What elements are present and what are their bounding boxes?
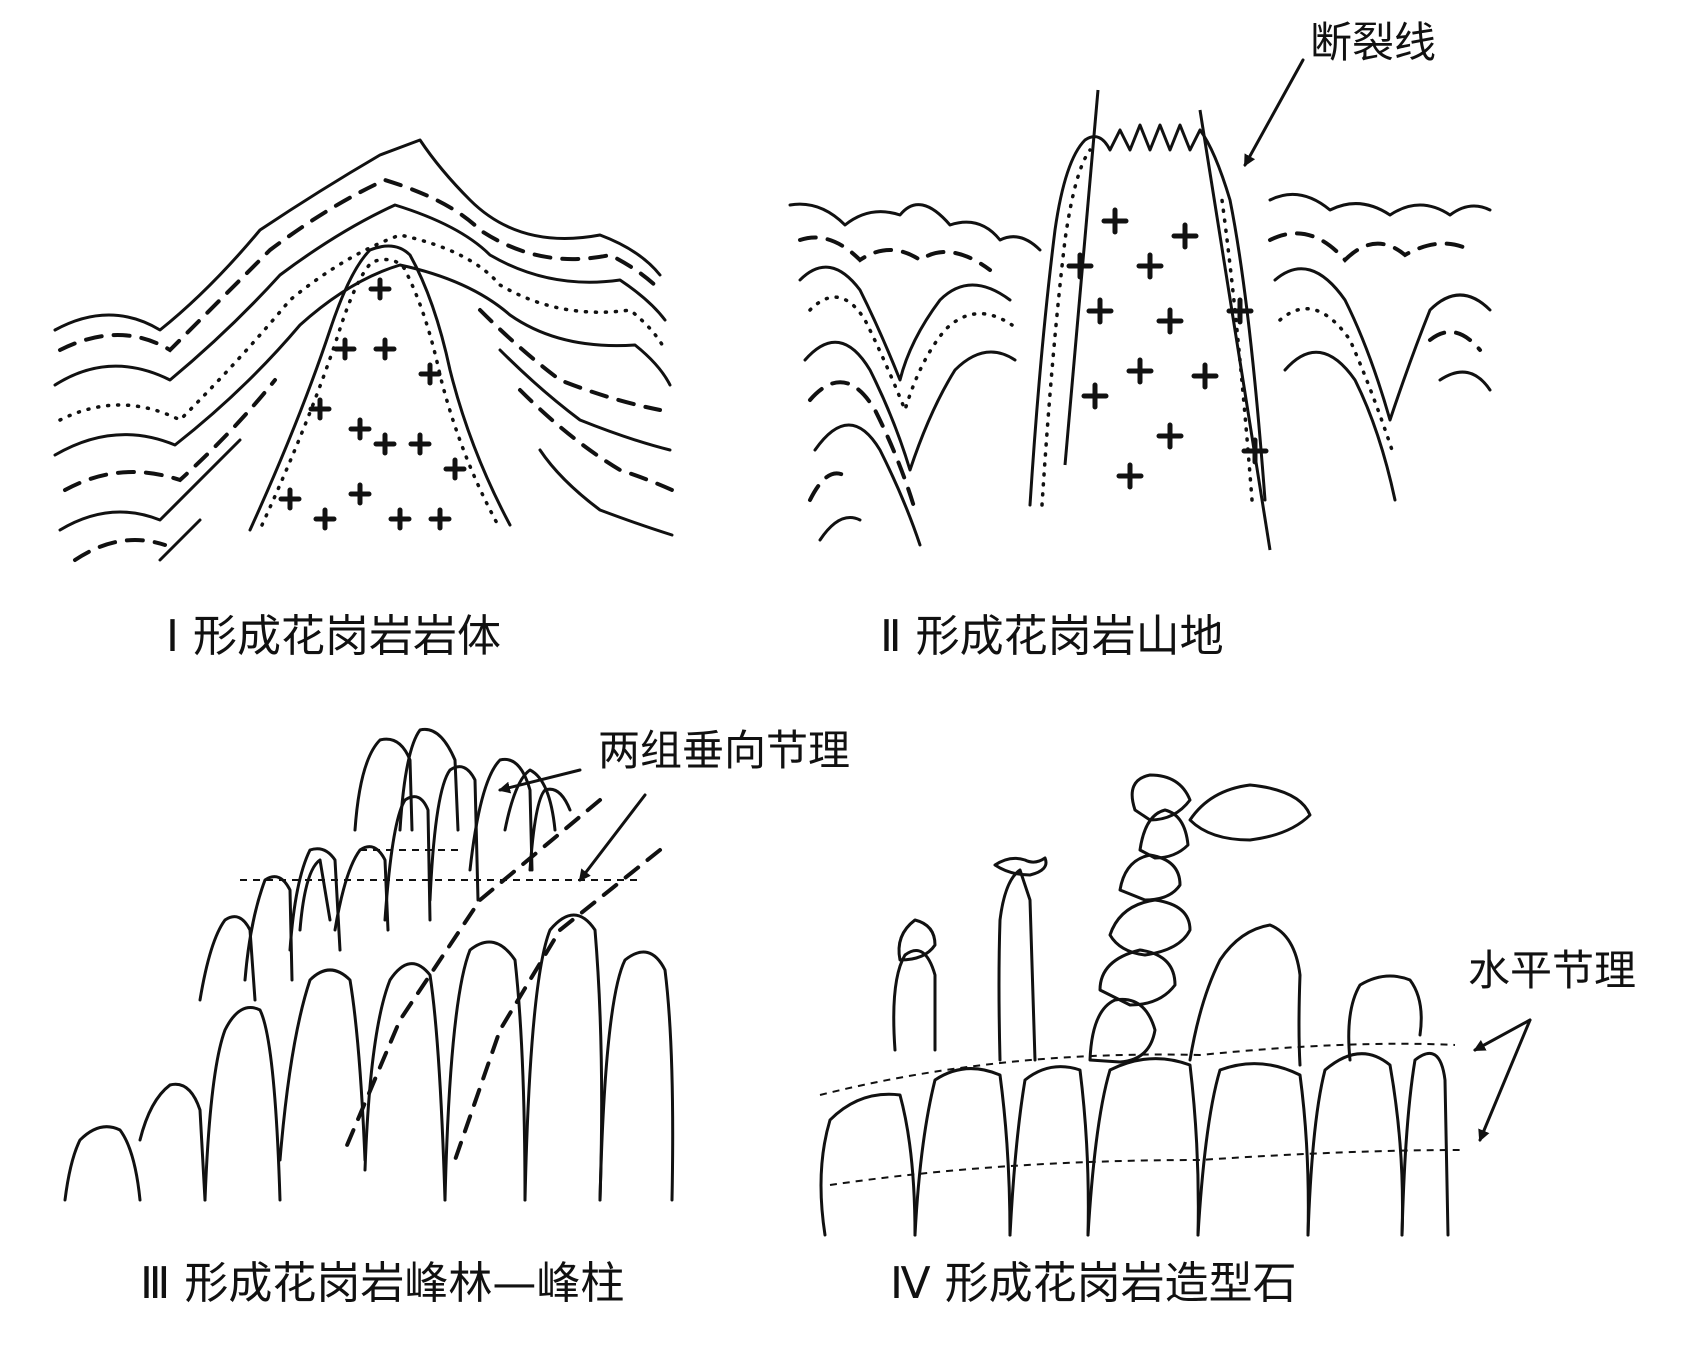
vertical-joints-label: 两组垂向节理: [598, 726, 851, 775]
panel-4-caption: Ⅳ 形成花岗岩造型石: [890, 1258, 1297, 1309]
granite-crosses-2: [1066, 207, 1269, 490]
panel-3-illustration: [63, 727, 675, 1202]
panel-2-caption: Ⅱ 形成花岗岩山地: [880, 611, 1224, 662]
joint-arrow-1: [498, 768, 582, 794]
panel-4-illustration: [819, 773, 1532, 1237]
panel-3-caption: Ⅲ 形成花岗岩峰林—峰柱: [140, 1258, 625, 1309]
joint-arrow-2: [578, 793, 647, 882]
panel-1-illustration: [53, 138, 674, 562]
fault-line-label: 断裂线: [1310, 18, 1437, 67]
panel-2-illustration: [788, 58, 1492, 551]
granite-crosses-1: [278, 277, 467, 531]
panel-1-caption: Ⅰ 形成花岗岩岩体: [166, 611, 501, 662]
fault-arrow: [1243, 58, 1305, 167]
horizontal-joint-arrow-1: [1473, 1018, 1532, 1052]
horizontal-joints-label: 水平节理: [1468, 946, 1637, 995]
horizontal-joint-arrow-2: [1478, 1018, 1532, 1142]
